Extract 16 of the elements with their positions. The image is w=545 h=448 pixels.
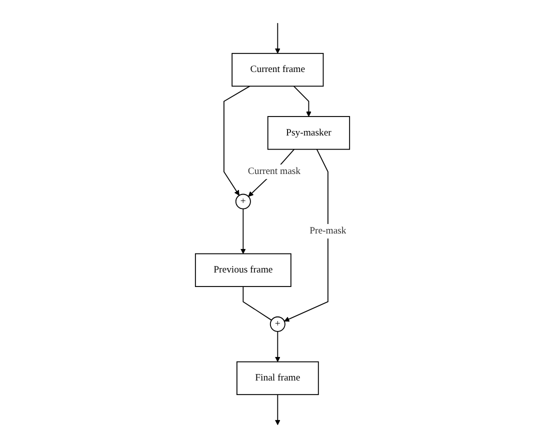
node-box: Final frame	[236, 361, 319, 396]
arrow	[274, 394, 280, 426]
arrow	[274, 22, 280, 54]
arrow	[223, 86, 250, 196]
connector	[242, 286, 272, 321]
edge-label: Pre-mask	[310, 226, 346, 236]
node-circle: +	[235, 194, 251, 210]
node-circle: +	[270, 316, 286, 332]
node-box: Psy-masker	[267, 116, 350, 150]
arrow	[240, 208, 246, 254]
node-box: Previous frame	[194, 253, 292, 287]
arrow	[284, 148, 328, 322]
arrow	[293, 86, 312, 117]
arrow	[274, 331, 280, 362]
node-box: Current frame	[232, 52, 324, 87]
edge-label: Current mask	[248, 166, 301, 177]
